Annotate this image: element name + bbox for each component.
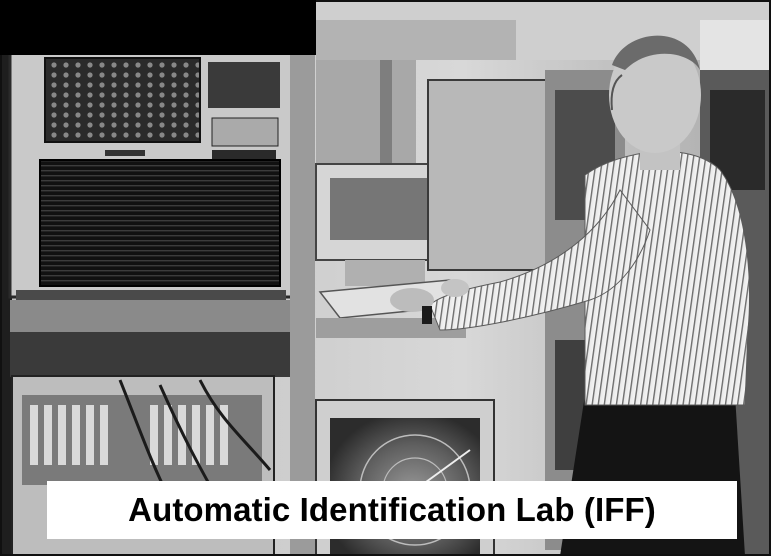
rack-shelf-left [10, 300, 310, 332]
caption-banner: Automatic Identification Lab (IFF) [47, 481, 737, 539]
rack-gap [10, 332, 310, 377]
corner-redaction-box [0, 0, 316, 55]
photo-caption: Automatic Identification Lab (IFF) [128, 491, 656, 528]
rack-mounted-electronics-left [8, 50, 294, 306]
